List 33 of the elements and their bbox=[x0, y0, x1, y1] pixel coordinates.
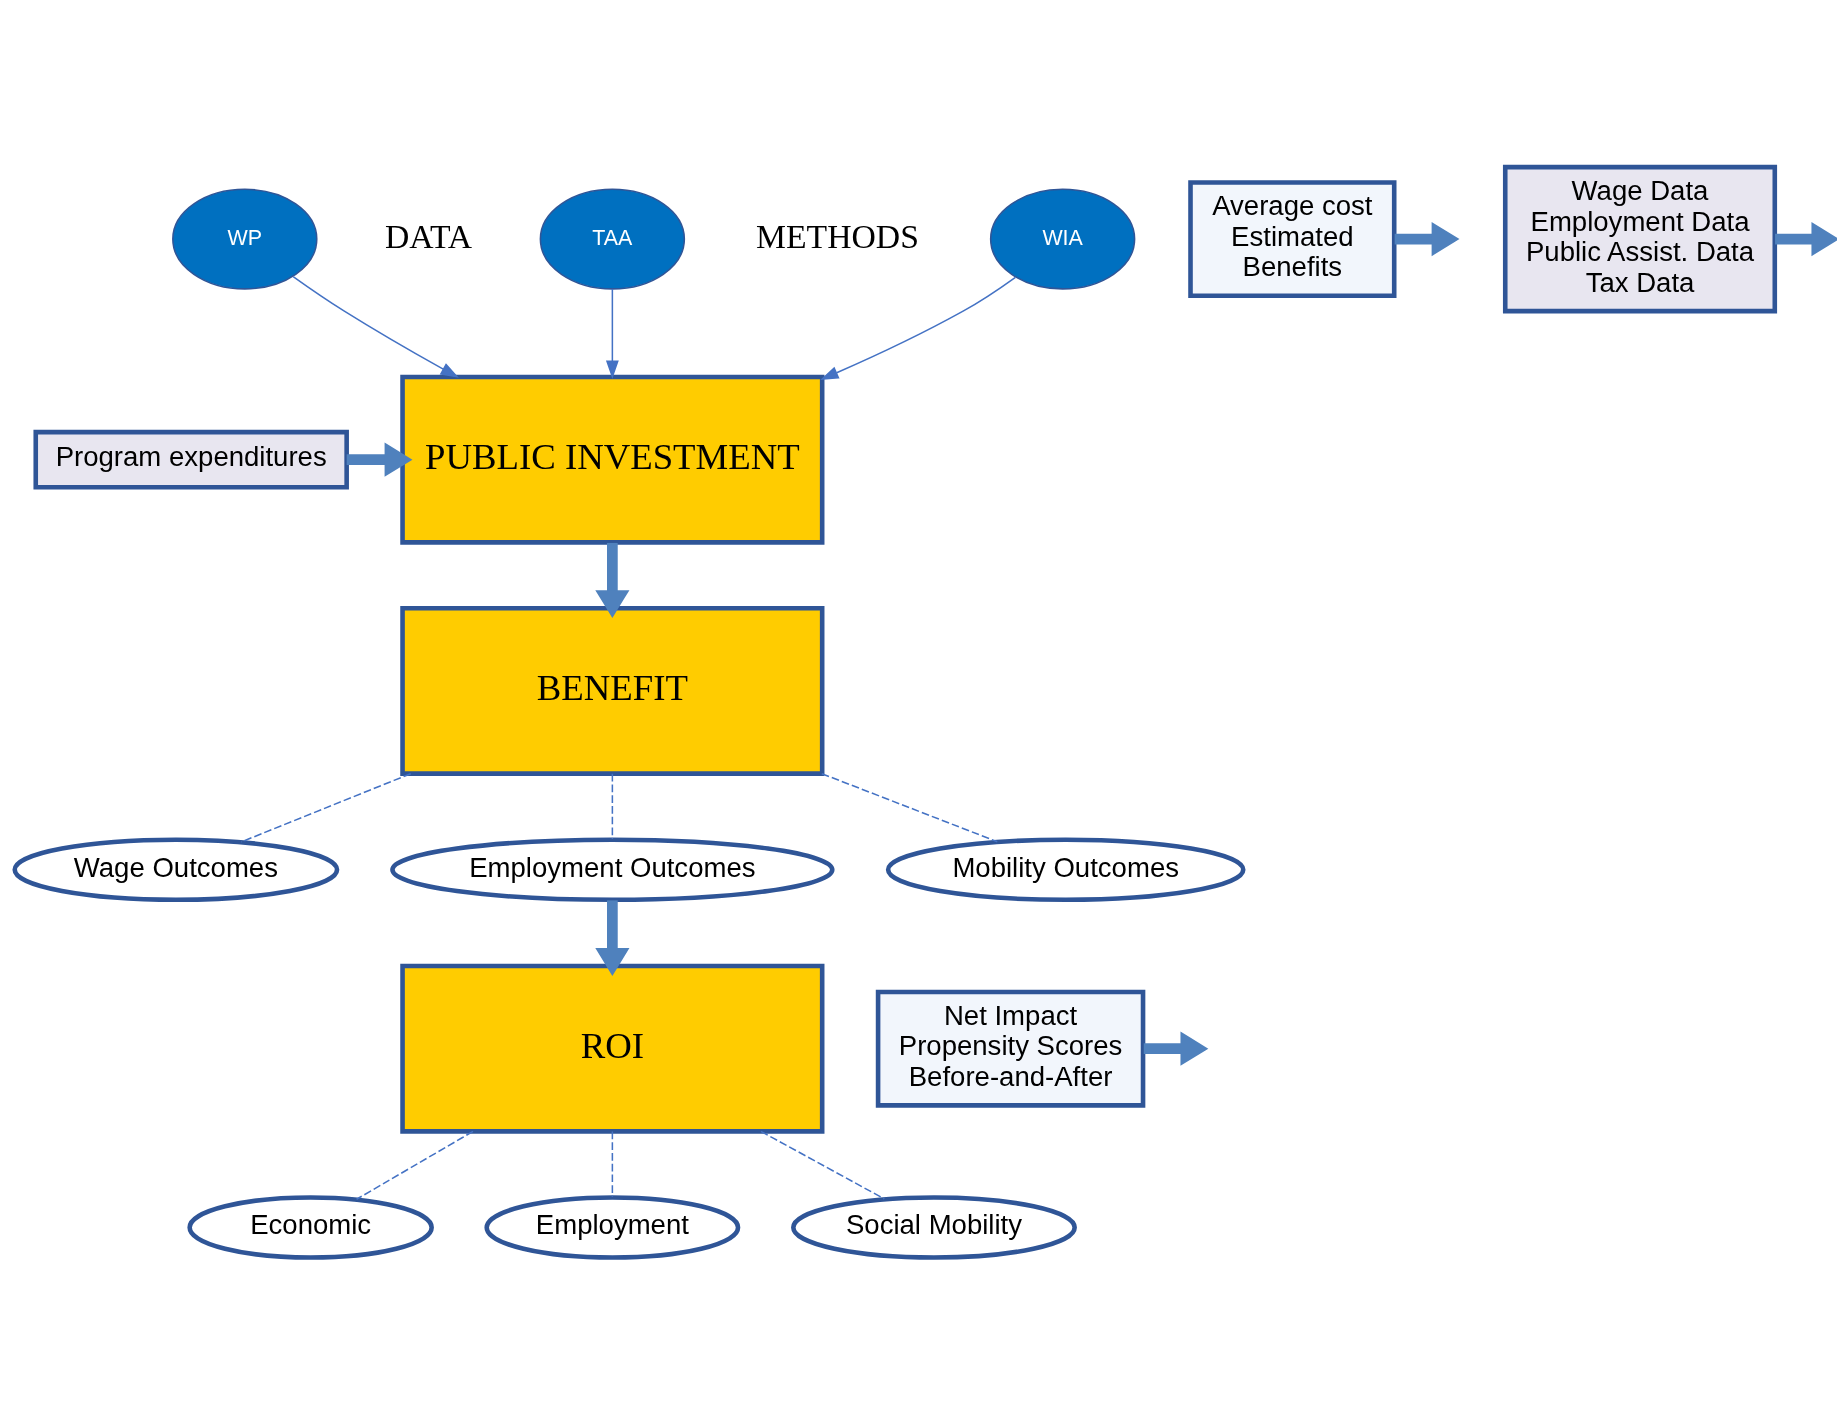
arrow bbox=[292, 275, 459, 378]
node-box: PUBLIC INVESTMENT bbox=[400, 374, 825, 545]
arrow bbox=[1143, 1031, 1209, 1066]
node-ellipse: Economic bbox=[187, 1195, 434, 1260]
node-ellipse: TAA bbox=[539, 188, 686, 290]
node-ellipse: Employment bbox=[484, 1195, 741, 1260]
label: METHODS bbox=[756, 217, 919, 255]
arrow bbox=[595, 542, 630, 619]
arrow bbox=[1394, 222, 1460, 257]
connector bbox=[611, 1130, 614, 1198]
label: DATA bbox=[385, 217, 473, 255]
node-box: Wage Data Employment Data Public Assist. Data Tax Data bbox=[1502, 164, 1778, 314]
connector bbox=[821, 772, 999, 843]
arrow bbox=[605, 288, 619, 379]
node-box: ROI bbox=[400, 963, 825, 1134]
node-ellipse: Wage Outcomes bbox=[12, 837, 340, 903]
node-ellipse: WIA bbox=[989, 188, 1136, 290]
connector bbox=[355, 1130, 474, 1201]
node-ellipse: Social Mobility bbox=[791, 1195, 1077, 1260]
arrow bbox=[1775, 222, 1837, 257]
node-ellipse: WP bbox=[172, 188, 318, 290]
node-ellipse: Mobility Outcomes bbox=[885, 837, 1246, 903]
node-box: Average cost Estimated Benefits bbox=[1188, 180, 1397, 299]
node-box: Program expenditures bbox=[33, 429, 349, 490]
node-box: Net Impact Propensity Scores Before-and-After bbox=[875, 989, 1146, 1108]
node-ellipse: Employment Outcomes bbox=[390, 837, 835, 903]
arrow bbox=[595, 900, 630, 976]
arrow bbox=[820, 276, 1017, 380]
connector bbox=[240, 772, 412, 843]
connector bbox=[611, 772, 614, 840]
node-box: BENEFIT bbox=[400, 605, 825, 776]
arrow bbox=[346, 442, 413, 477]
connector bbox=[760, 1130, 886, 1200]
